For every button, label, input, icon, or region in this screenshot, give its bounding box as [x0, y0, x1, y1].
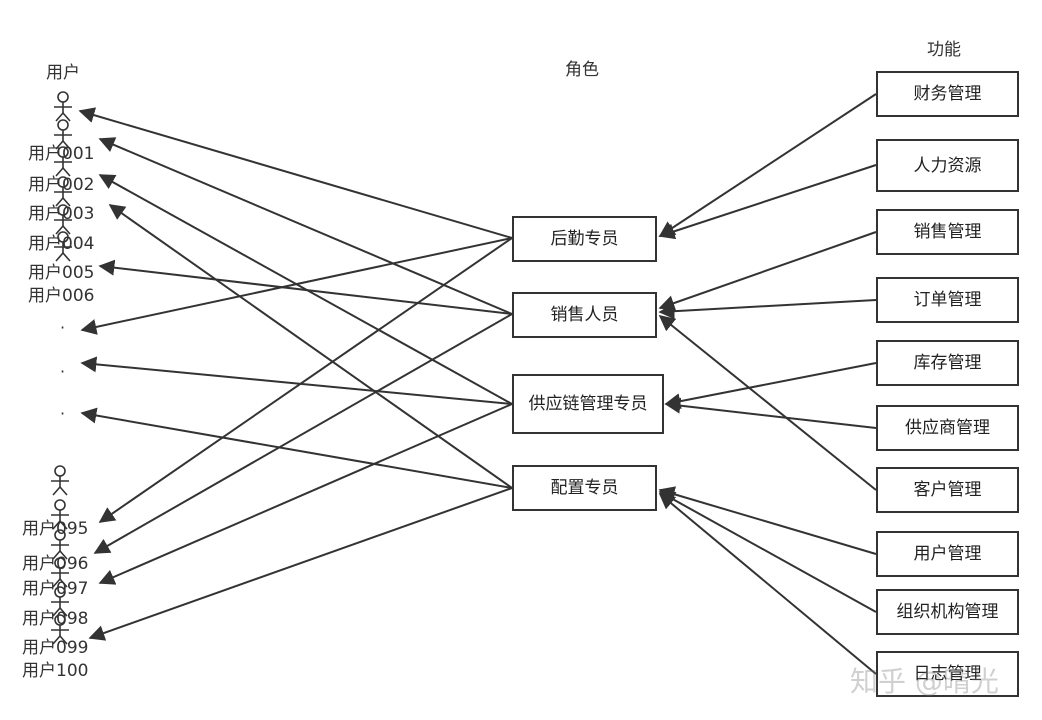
- user-label: 用户001: [28, 144, 95, 164]
- user-label: 用户003: [28, 204, 95, 224]
- role-box-supply-chain: 供应链管理专员: [512, 374, 664, 434]
- function-box-users: 用户管理: [876, 531, 1019, 577]
- function-to-role-arrow: [658, 93, 877, 237]
- user-label: 用户099: [22, 638, 89, 658]
- role-box-sales: 销售人员: [512, 292, 657, 338]
- role-to-user-arrow: [98, 403, 513, 585]
- user-label: 用户096: [22, 554, 89, 574]
- function-box-finance: 财务管理: [876, 71, 1019, 117]
- user-label: 用户004: [28, 234, 95, 254]
- user-actor-icon: [54, 231, 72, 262]
- user-actor-icon: [54, 119, 72, 150]
- user-actor-icon: [51, 586, 69, 617]
- function-box-sales-mgmt: 销售管理: [876, 209, 1019, 255]
- users-header: 用户: [46, 63, 80, 83]
- function-box-orders: 订单管理: [876, 277, 1019, 323]
- user-actor-icon: [51, 465, 69, 496]
- function-to-role-arrow: [664, 362, 877, 410]
- user-label: 用户005: [28, 263, 95, 283]
- watermark-text: 知乎 @晴光: [850, 665, 999, 698]
- user-label: 用户098: [22, 609, 89, 629]
- role-to-user-arrow: [78, 107, 513, 239]
- function-to-role-arrow: [658, 486, 877, 555]
- user-label: 用户002: [28, 175, 95, 195]
- user-actor-icon: [54, 204, 72, 235]
- user-actor-icon: [51, 614, 69, 645]
- user-actor-icon: [54, 146, 72, 177]
- function-to-role-arrow: [658, 314, 877, 491]
- function-box-customers: 客户管理: [876, 467, 1019, 513]
- roles-header: 角色: [565, 60, 599, 80]
- role-box-config: 配置专员: [512, 465, 657, 511]
- user-label: 用户006: [28, 286, 95, 306]
- user-label: 用户095: [22, 519, 89, 539]
- ellipsis-dot: ·: [60, 318, 66, 337]
- function-box-hr: 人力资源: [876, 139, 1019, 192]
- function-to-role-arrow: [664, 397, 877, 429]
- function-to-role-arrow: [658, 231, 877, 311]
- functions-header: 功能: [927, 40, 961, 60]
- ellipsis-dot: ·: [60, 404, 66, 423]
- user-actor-icon: [51, 529, 69, 560]
- function-to-role-arrow: [658, 299, 877, 320]
- user-actor-icon: [51, 557, 69, 588]
- user-actor-icon: [54, 91, 72, 122]
- role-to-user-arrow: [80, 407, 513, 489]
- function-box-inventory: 库存管理: [876, 340, 1019, 386]
- role-to-user-arrow: [98, 237, 513, 523]
- user-actor-icon: [54, 176, 72, 207]
- ellipsis-dot: ·: [60, 362, 66, 381]
- role-to-user-arrow: [88, 487, 513, 641]
- role-to-user-arrow: [80, 356, 513, 405]
- function-to-role-arrow: [658, 492, 877, 675]
- user-label: 用户100: [22, 661, 89, 681]
- role-to-user-arrow: [98, 137, 513, 315]
- function-box-org: 组织机构管理: [876, 589, 1019, 635]
- role-to-user-arrow: [108, 204, 513, 489]
- user-label: 用户097: [22, 579, 89, 599]
- function-to-role-arrow: [658, 164, 877, 240]
- role-to-user-arrow: [93, 313, 513, 554]
- user-actor-icon: [51, 499, 69, 530]
- function-box-suppliers: 供应商管理: [876, 405, 1019, 451]
- function-to-role-arrow: [658, 491, 877, 613]
- role-box-logistics: 后勤专员: [512, 216, 657, 262]
- function-box-logs: 日志管理: [876, 651, 1019, 697]
- role-to-user-arrow: [98, 174, 513, 405]
